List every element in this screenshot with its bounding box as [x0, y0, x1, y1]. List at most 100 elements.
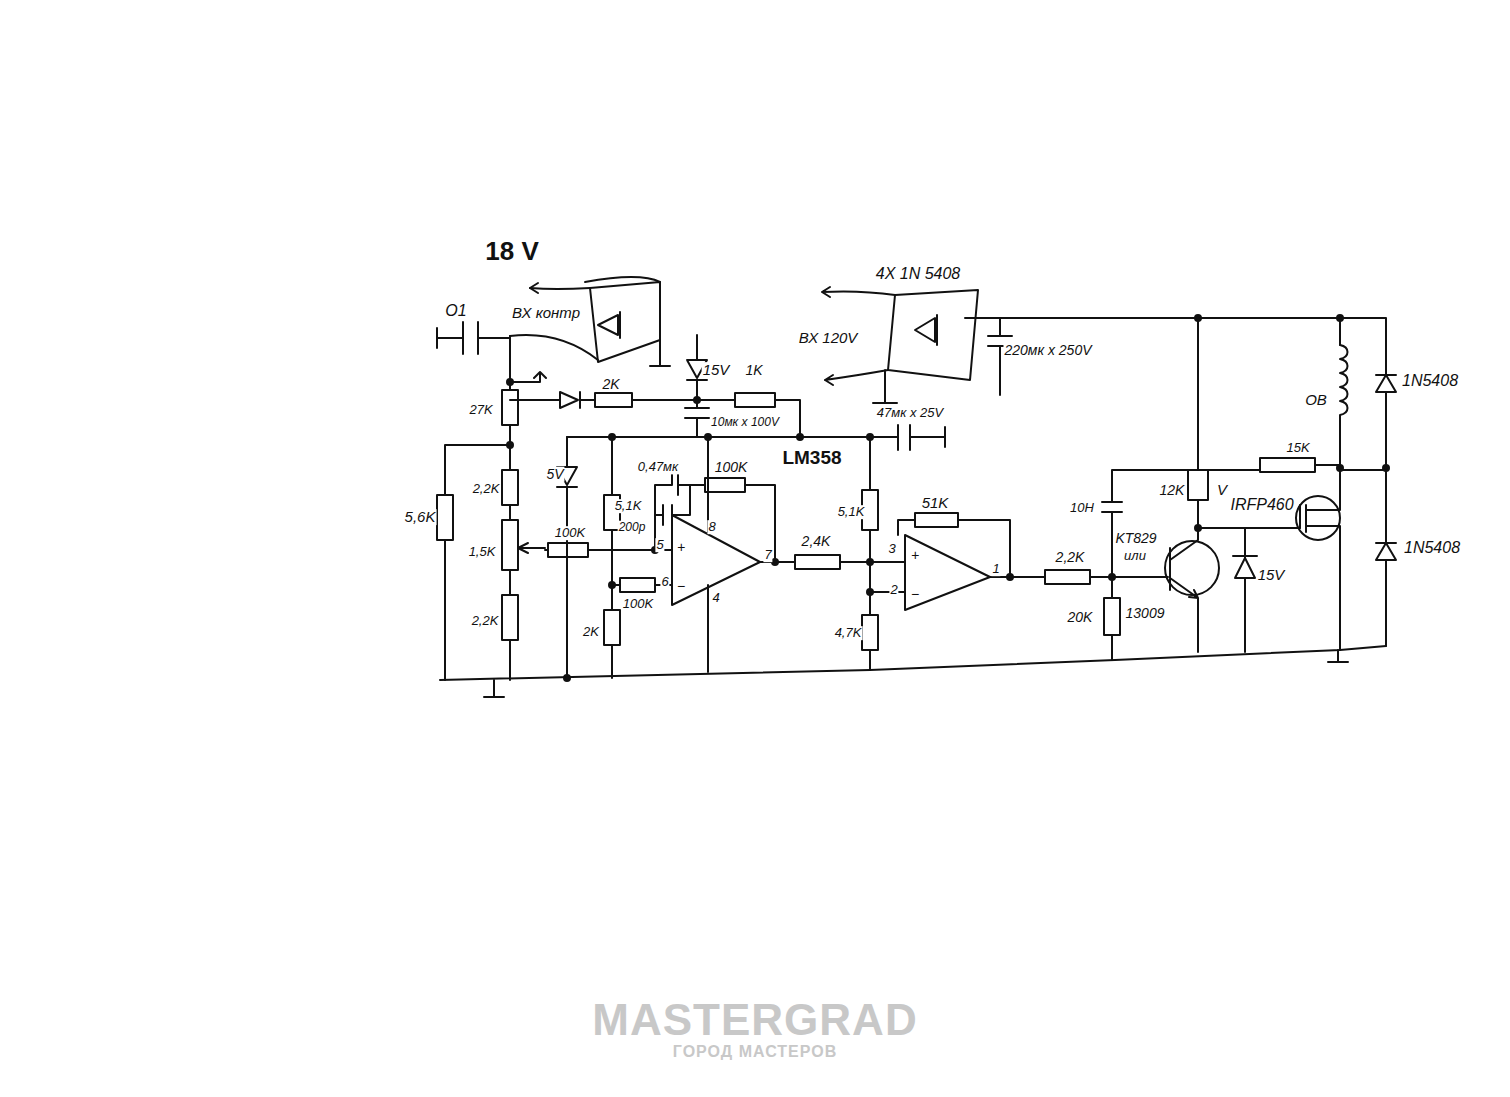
component-label: + [676, 540, 686, 555]
wire [1198, 318, 1300, 528]
resistor-symbol [548, 543, 588, 557]
transistor-leads [1170, 528, 1198, 652]
resistor-symbol [502, 390, 518, 425]
component-label: 20K [1067, 610, 1094, 625]
component-label: ВХ 120V [798, 330, 859, 346]
resistor-symbol [1104, 598, 1120, 635]
component-label: или [1123, 549, 1147, 563]
junction-dot [797, 434, 803, 440]
component-label: 15V [702, 362, 731, 378]
component-label: О1 [444, 303, 467, 320]
capacitor-symbol [437, 322, 510, 354]
resistor-symbol [705, 478, 745, 492]
component-label: 100K [622, 597, 654, 611]
component-label: 2,2K [472, 482, 501, 496]
wire [707, 437, 709, 672]
resistor-symbol [862, 615, 878, 650]
junction-dot [1007, 574, 1013, 580]
resistor-symbol [795, 555, 840, 569]
junction-dot [1337, 315, 1343, 321]
component-label: 12K [1159, 483, 1186, 498]
component-label: 1 [991, 562, 1000, 576]
junction-dot [694, 397, 700, 403]
component-label: IRFP460 [1229, 497, 1294, 514]
wire [545, 550, 672, 585]
wire [509, 336, 511, 680]
component-label: KT829 [1114, 531, 1157, 546]
component-label: 100K [554, 526, 586, 540]
component-label: 47мк х 25V [876, 406, 944, 420]
component-label: − [676, 579, 686, 594]
junction-dot [772, 559, 778, 565]
wire [870, 437, 905, 670]
ground-symbol [1328, 650, 1348, 662]
mosfet-leads [1300, 470, 1340, 650]
component-label: 15V [1257, 567, 1286, 583]
junction-dot [867, 559, 873, 565]
component-label: 5,6K [404, 509, 437, 525]
resistor-symbol [735, 393, 775, 407]
component-label: 5,1K [614, 499, 643, 513]
transistor-symbol [1165, 541, 1219, 595]
coil-symbol [1340, 345, 1386, 470]
component-label: 5V [545, 467, 564, 482]
wire [965, 318, 1386, 470]
component-label: LM358 [781, 448, 842, 468]
component-label: 4 [711, 591, 720, 605]
ground-symbol [484, 680, 504, 697]
component-label: V [1216, 482, 1228, 498]
supply-rail [567, 425, 945, 450]
junction-dot [609, 582, 615, 588]
component-label: 2,2K [471, 614, 500, 628]
potentiometer-symbol [502, 520, 518, 570]
arrow-head [530, 283, 538, 293]
resistor-symbol [1260, 458, 1315, 472]
resistor-symbol [1045, 570, 1090, 584]
component-label: 2,4K [801, 534, 832, 549]
junction-dot [507, 442, 513, 448]
component-label: 200р [618, 521, 647, 534]
resistor-symbol [502, 470, 518, 505]
component-label: 2 [889, 583, 898, 597]
component-label: 2K [582, 625, 600, 639]
component-label: 220мк х 250V [1003, 343, 1092, 358]
component-label: ВХ контр [511, 305, 581, 321]
component-label: 1N5408 [1401, 373, 1459, 390]
component-label: 6 [660, 575, 669, 589]
resistor-symbol [620, 578, 655, 592]
watermark: MASTERGRAD [591, 997, 918, 1043]
resistor-symbol [604, 610, 620, 645]
component-label: 1,5K [468, 545, 497, 559]
component-label: 15K [1285, 441, 1310, 455]
component-label: 1K [744, 363, 763, 378]
component-label: 51K [921, 495, 950, 511]
diode-symbol [915, 315, 937, 345]
wire [510, 277, 670, 366]
component-label: + [910, 548, 920, 563]
component-label: 18 V [484, 238, 540, 265]
component-label: 10Н [1069, 501, 1095, 515]
wire [611, 437, 613, 678]
opamp-symbol [905, 535, 990, 610]
component-label: 3 [887, 542, 896, 556]
wire [1102, 465, 1340, 660]
component-label: 2K [601, 377, 620, 392]
watermark: ГОРОД МАСТЕРОВ [672, 1044, 838, 1061]
opamp-symbol [672, 515, 760, 605]
mosfet-symbol [1296, 496, 1340, 540]
junction-dot [1337, 465, 1343, 471]
component-label: 5,1K [837, 505, 866, 519]
resistor-symbol [915, 513, 958, 527]
feedback-network [655, 475, 775, 562]
bridge-symbol [888, 290, 978, 380]
diode-symbol [1376, 375, 1396, 646]
zener-symbol [1233, 528, 1257, 652]
component-label: 0,47мк [637, 460, 679, 474]
component-label: 13009 [1125, 606, 1166, 621]
wire [898, 520, 1168, 577]
component-label: 7 [763, 548, 772, 562]
component-label: 8 [707, 520, 716, 534]
component-label: − [910, 587, 920, 602]
zener-capacitor [685, 335, 709, 437]
